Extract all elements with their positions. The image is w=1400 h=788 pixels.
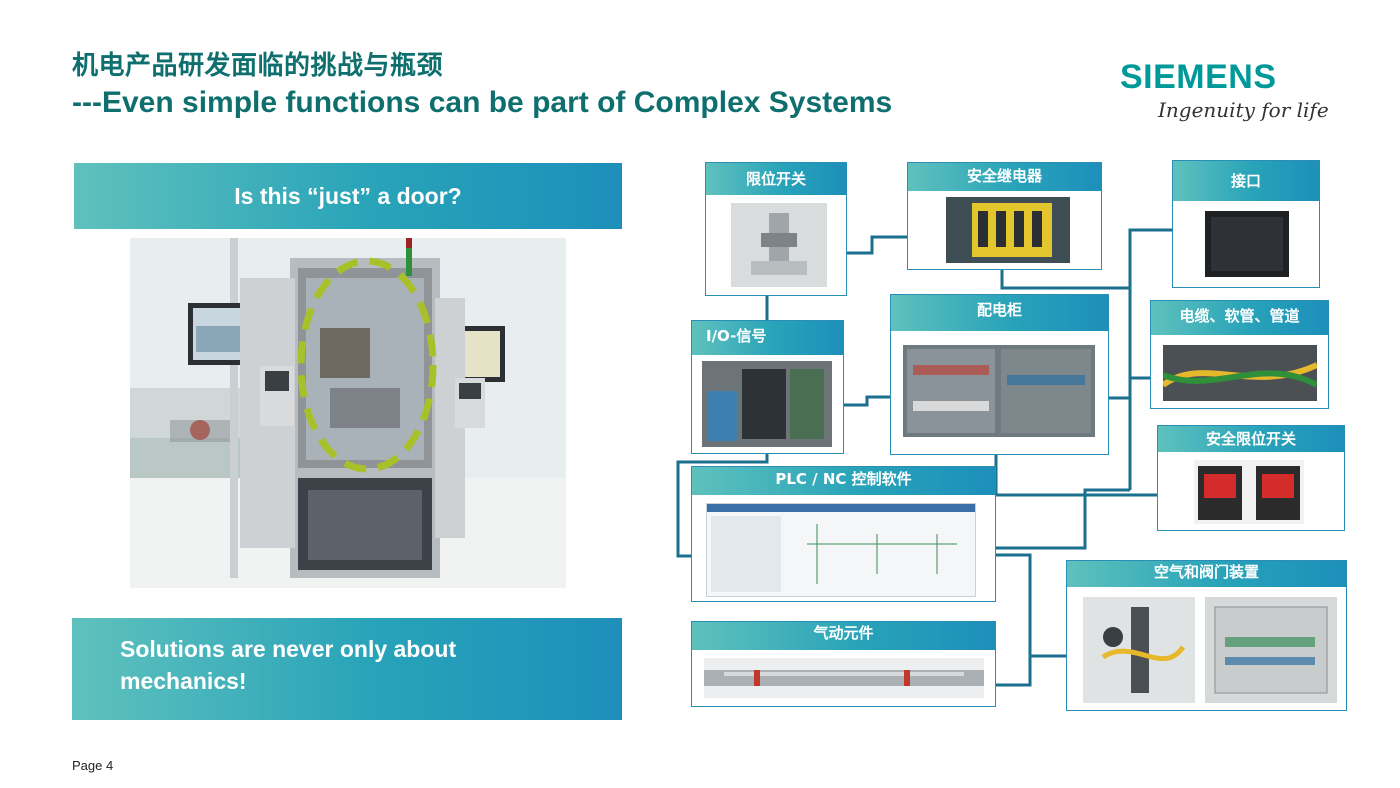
question-text: Is this “just” a door? <box>234 182 462 209</box>
solutions-line-1: Solutions are never only about <box>120 636 457 662</box>
page-number: Page 4 <box>72 758 114 773</box>
limit-switch-image <box>731 203 827 287</box>
box-air-valves: 空气和阀门装置 <box>1066 560 1347 711</box>
siemens-logo: SIEMENS Ingenuity for life <box>1120 58 1330 138</box>
slide-title-en: ---Even simple functions can be part of … <box>72 86 893 119</box>
box-control-cabinet-title: 配电柜 <box>891 295 1108 331</box>
box-pneumatic-title: 气动元件 <box>692 622 995 650</box>
box-interface: 接口 <box>1172 160 1320 288</box>
machine-door-photo <box>130 238 566 588</box>
cables-image <box>1163 345 1317 401</box>
safety-limit-switch-image <box>1194 460 1304 524</box>
box-safety-relay-title: 安全继电器 <box>908 163 1101 191</box>
box-cables: 电缆、软管、管道 <box>1150 300 1329 409</box>
box-interface-title: 接口 <box>1173 161 1319 201</box>
slide-title-cn: 机电产品研发面临的挑战与瓶颈 <box>72 51 444 81</box>
box-cables-title: 电缆、软管、管道 <box>1151 301 1328 335</box>
io-signal-image <box>702 361 832 447</box>
box-plc-software: PLC / NC 控制软件 <box>691 466 996 602</box>
box-limit-switch: 限位开关 <box>705 162 847 296</box>
solutions-line-2: mechanics! <box>120 668 247 694</box>
valve-cabinet-image <box>1205 597 1337 703</box>
box-limit-switch-title: 限位开关 <box>706 163 846 195</box>
control-cabinet-image <box>903 345 1095 437</box>
box-io-signal-title: I/O-信号 <box>692 321 843 355</box>
solutions-banner: Solutions are never only about mechanics… <box>72 618 622 720</box>
air-valve-image <box>1083 597 1195 703</box>
box-io-signal: I/O-信号 <box>691 320 844 454</box>
box-control-cabinet: 配电柜 <box>890 294 1109 455</box>
pneumatic-cylinder-image <box>704 658 984 698</box>
logo-wordmark: SIEMENS <box>1120 58 1277 96</box>
box-safety-limit-switch-title: 安全限位开关 <box>1158 426 1344 452</box>
box-safety-relay: 安全继电器 <box>907 162 1102 270</box>
box-pneumatic: 气动元件 <box>691 621 996 707</box>
box-safety-limit-switch: 安全限位开关 <box>1157 425 1345 531</box>
safety-relay-image <box>946 197 1070 263</box>
question-banner: Is this “just” a door? <box>74 163 622 229</box>
interface-image <box>1205 211 1289 277</box>
logo-tagline: Ingenuity for life <box>1158 98 1329 122</box>
plc-software-image <box>706 503 976 597</box>
box-air-valves-title: 空气和阀门装置 <box>1067 561 1346 587</box>
box-plc-software-title: PLC / NC 控制软件 <box>692 467 995 495</box>
